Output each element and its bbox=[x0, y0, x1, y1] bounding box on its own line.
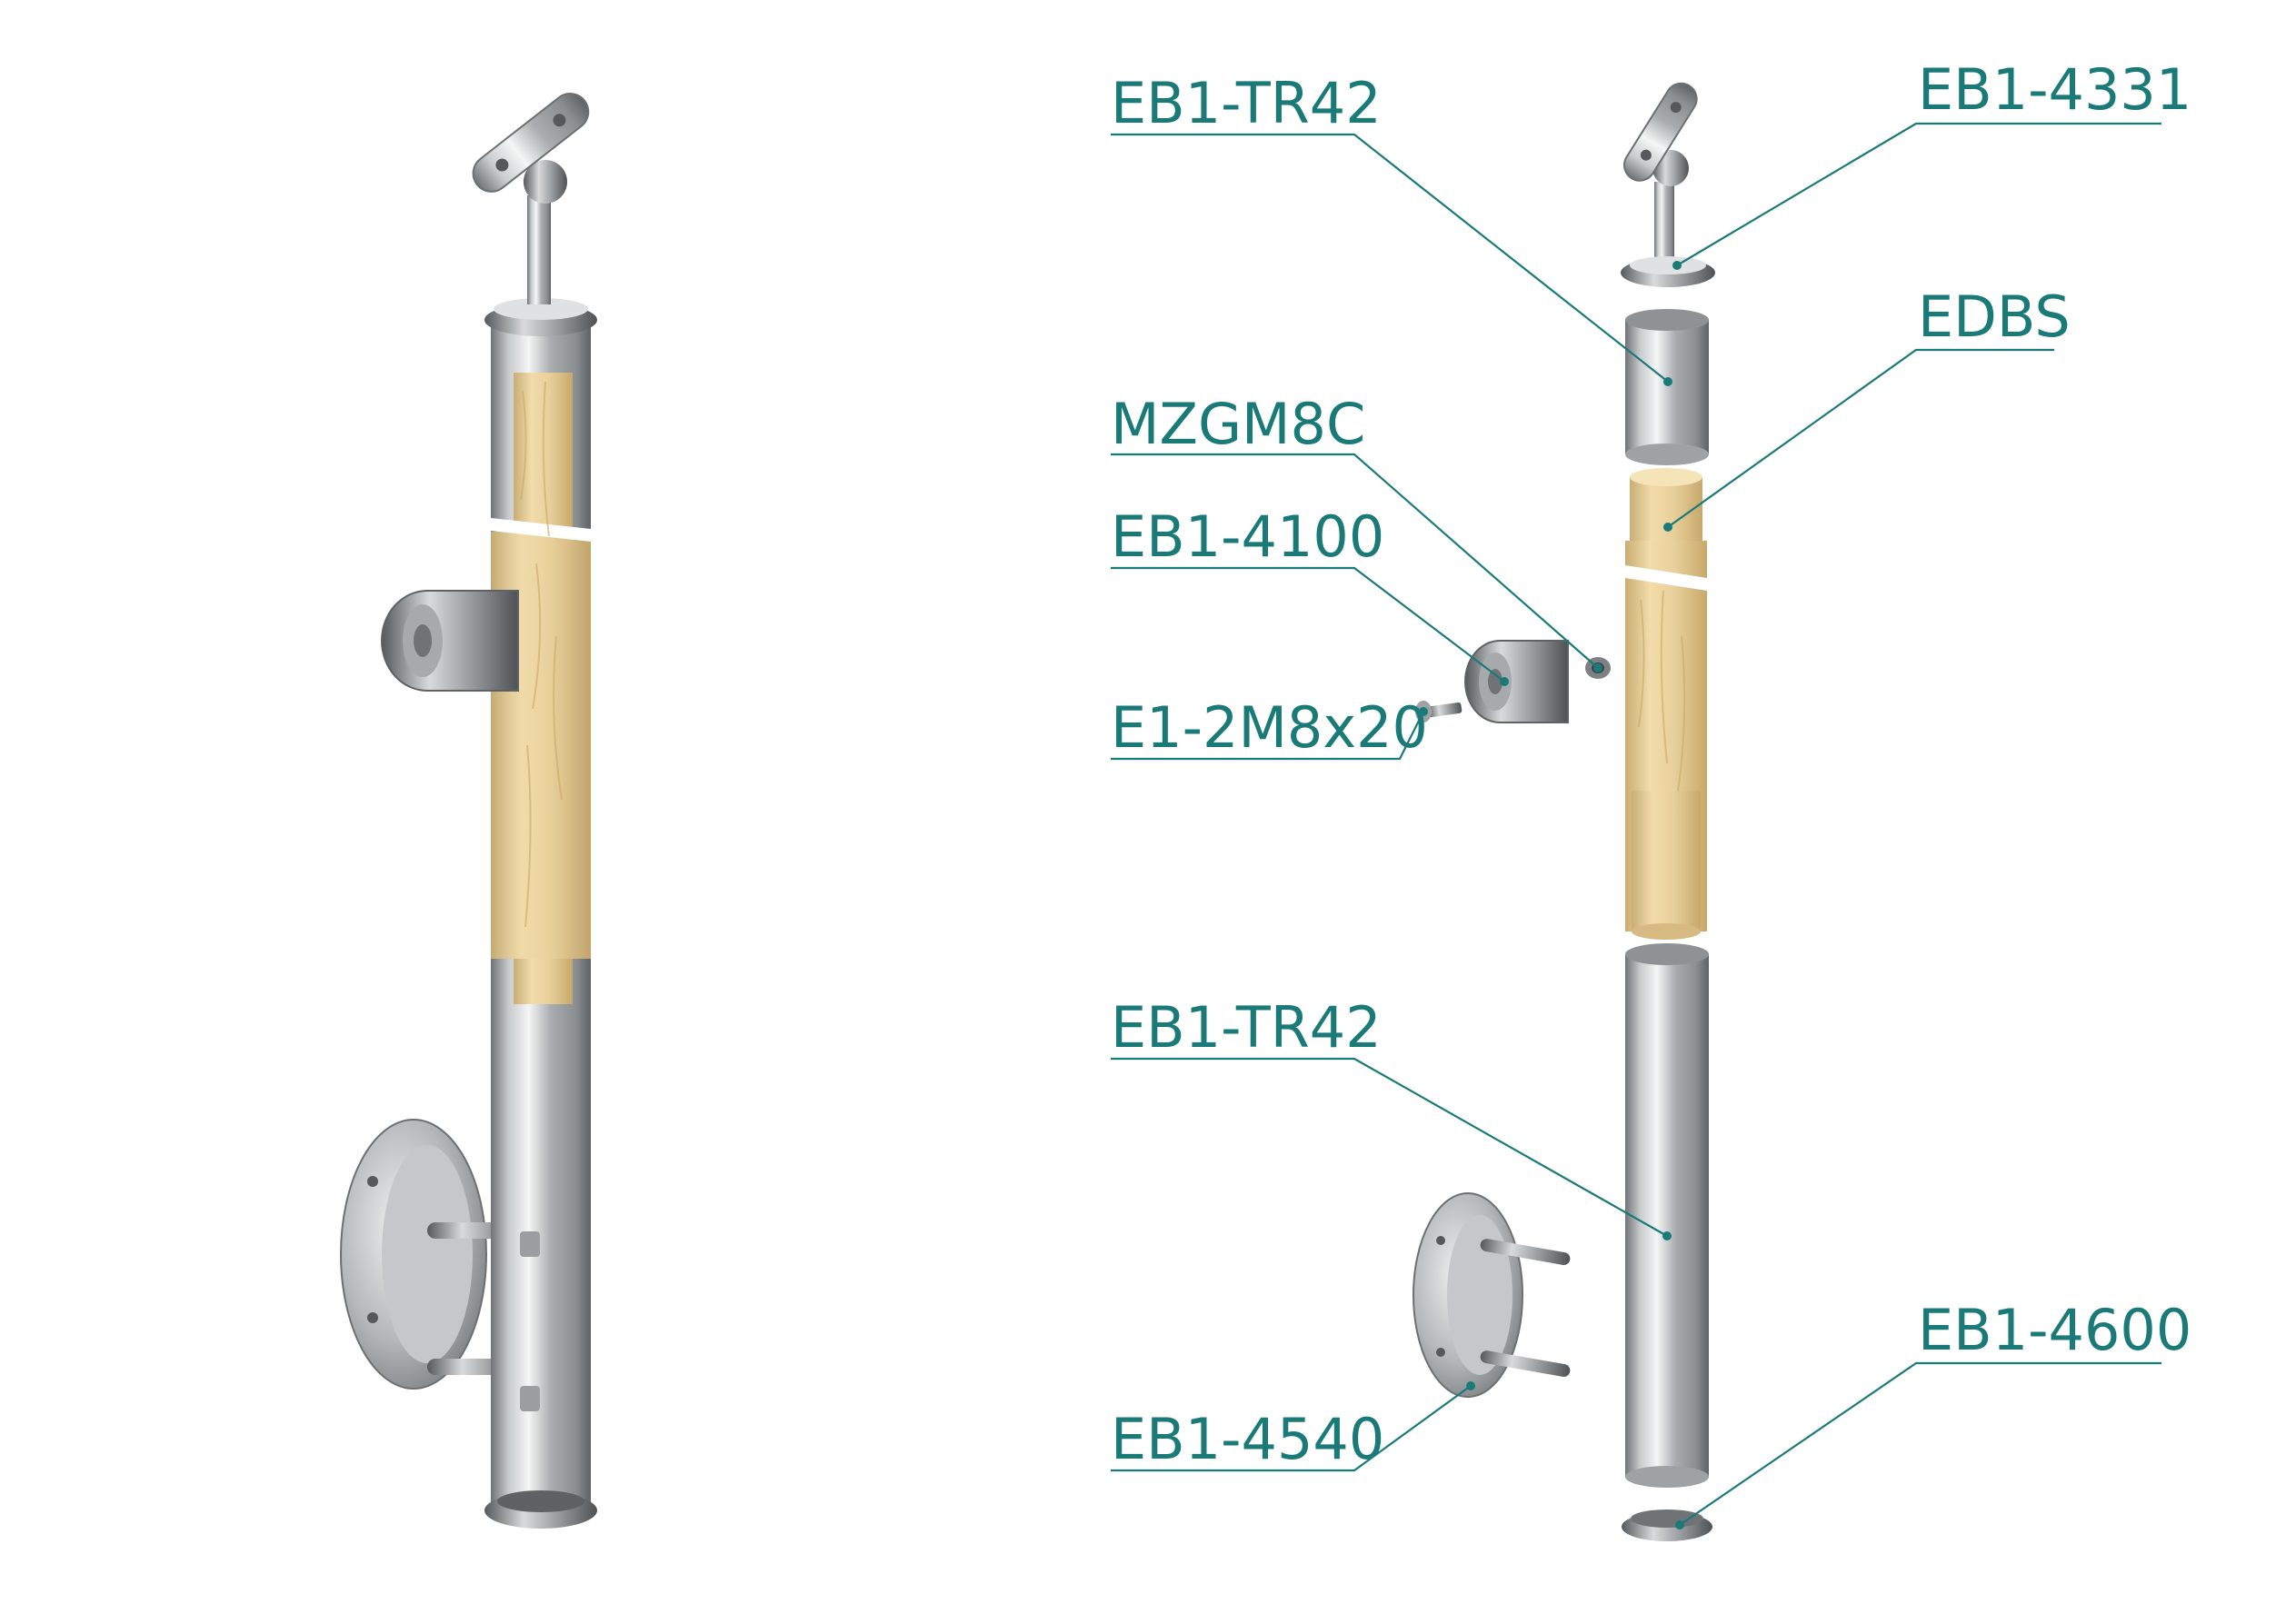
part-end-cap bbox=[1622, 1509, 1712, 1541]
label-wood-core: EDBS bbox=[1918, 284, 2071, 350]
part-wood-core bbox=[1625, 468, 1707, 940]
exploded-parts bbox=[1413, 82, 1715, 1541]
part-wall-flange bbox=[1413, 1192, 1571, 1398]
label-end-cap: EB1-4600 bbox=[1918, 1297, 2191, 1363]
label-glass-clamp: EB1-4100 bbox=[1111, 503, 1384, 570]
label-handrail-support: EB1-4331 bbox=[1918, 56, 2191, 123]
label-tube-top: EB1-TR42 bbox=[1111, 70, 1382, 136]
label-wall-flange: EB1-4540 bbox=[1111, 1406, 1384, 1472]
leader-lines bbox=[1111, 122, 2161, 1529]
assembled-handrail-support bbox=[472, 93, 590, 304]
label-threaded-insert: MZGM8C bbox=[1111, 391, 1365, 457]
assembled-glass-clamp bbox=[381, 590, 519, 692]
label-tube-bottom: EB1-TR42 bbox=[1111, 994, 1382, 1061]
part-handrail-support bbox=[1621, 82, 1715, 287]
label-screw: E1-2M8x20 bbox=[1111, 694, 1428, 761]
assembled-post bbox=[340, 93, 597, 1529]
part-tube-bottom bbox=[1625, 943, 1709, 1488]
part-glass-clamp bbox=[1464, 640, 1569, 723]
part-labels: EB1-TR42 EB1-4331 EDBS MZGM8C EB1-4100 E… bbox=[1111, 56, 2191, 1472]
part-tube-top bbox=[1625, 309, 1709, 465]
